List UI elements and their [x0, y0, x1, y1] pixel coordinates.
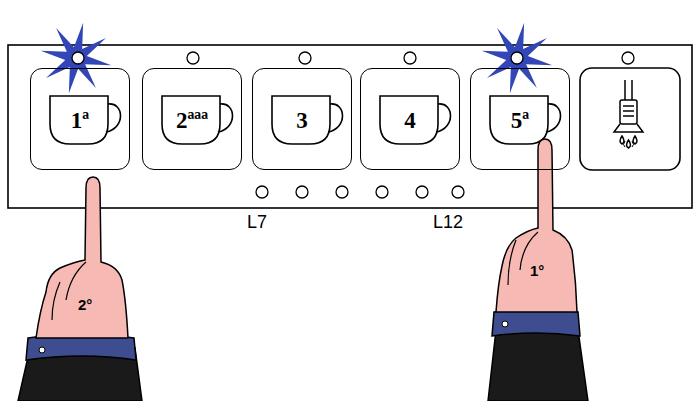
cup-label-area: 1ª	[52, 98, 108, 144]
dose-number: 4	[404, 108, 416, 134]
pointing-hand-left	[18, 177, 142, 401]
cup-label-area: 4	[382, 98, 438, 144]
dose-number: 1ª	[71, 108, 89, 134]
dose-number: 2ªªª	[176, 108, 208, 134]
cup-outline	[490, 96, 548, 144]
step-number: 1°	[530, 262, 544, 279]
led	[622, 52, 634, 64]
dose-button: 5ª	[470, 68, 570, 170]
led	[296, 186, 308, 198]
cup-handle	[436, 104, 451, 132]
dose-button: 1ª	[30, 68, 130, 170]
cup-outline	[162, 96, 220, 144]
led	[511, 52, 523, 64]
pointing-hand-right	[488, 139, 588, 401]
blinking-star	[41, 23, 112, 94]
led	[452, 186, 464, 198]
cup-handle	[546, 104, 561, 132]
led	[299, 52, 311, 64]
led	[72, 52, 84, 64]
cup-outline	[380, 96, 438, 144]
dose-number: 3	[296, 108, 308, 134]
cup-icons	[50, 96, 561, 144]
dose-number: 5ª	[511, 108, 529, 134]
cup-handle	[106, 104, 121, 132]
led	[376, 186, 388, 198]
led	[404, 52, 416, 64]
cup-outline	[272, 96, 330, 144]
led	[256, 186, 268, 198]
dose-button: 3	[252, 68, 352, 170]
dose-button: 2ªªª	[142, 68, 242, 170]
led	[336, 186, 348, 198]
steam-wand-icon	[614, 80, 643, 148]
control-panel	[8, 45, 692, 208]
steam-button	[580, 68, 680, 170]
cup-handle	[328, 104, 343, 132]
led	[187, 52, 199, 64]
cup-outline	[50, 96, 108, 144]
led-label: L12	[433, 212, 463, 233]
dose-button: 4	[360, 68, 460, 170]
led	[416, 186, 428, 198]
cup-label-area: 2ªªª	[164, 98, 220, 144]
led-row-top	[72, 52, 634, 64]
cup-label-area: 3	[274, 98, 330, 144]
led-row-bottom	[256, 186, 464, 198]
step-number: 2°	[78, 296, 92, 313]
cup-label-area: 5ª	[492, 98, 548, 144]
led-label: L7	[247, 212, 267, 233]
blinking-star	[482, 23, 553, 94]
cup-handle	[218, 104, 233, 132]
